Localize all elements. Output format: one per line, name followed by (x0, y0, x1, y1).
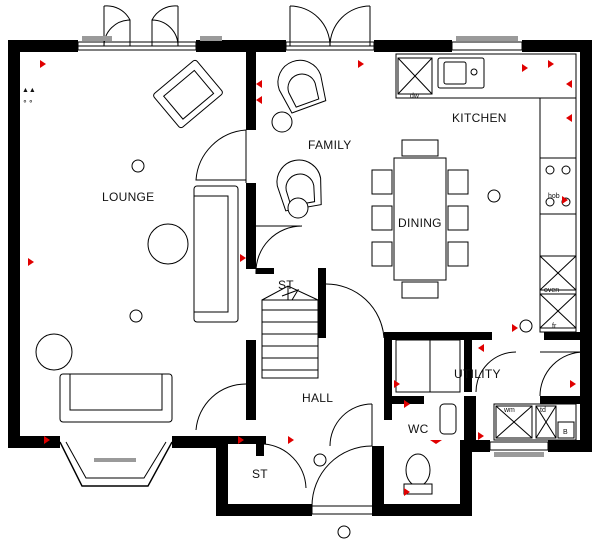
wc-fittings (403, 403, 457, 495)
label-boiler: B (563, 429, 568, 436)
doors (195, 129, 585, 507)
label-dishwasher: dw (410, 93, 420, 100)
room-label-utility: UTILITY (454, 367, 501, 381)
room-label-hall: HALL (302, 391, 333, 405)
room-label-hall-store: ST (252, 467, 268, 481)
tv-point-icon: ▲▲ (22, 87, 36, 94)
socket-icon: ⚬⚬ (22, 99, 34, 106)
staircase (261, 285, 319, 379)
room-label-dining: DINING (398, 216, 442, 230)
room-label-stair-store: ST (278, 278, 294, 292)
label-fridge: fr (552, 323, 557, 330)
dining-furniture (271, 59, 533, 333)
label-hob: hob (548, 193, 560, 200)
electrical-markers (28, 60, 576, 496)
label-washing-machine: wm (503, 407, 515, 414)
room-label-lounge: LOUNGE (102, 190, 154, 204)
windows (59, 5, 549, 515)
appliance-labels: dw hob oven fr wm td B (410, 93, 568, 436)
kitchen-units (395, 53, 577, 333)
label-oven: oven (544, 287, 559, 294)
internal-walls (226, 52, 592, 516)
lounge-furniture: ▲▲ ⚬⚬ (22, 59, 239, 423)
room-label-family: FAMILY (308, 138, 352, 152)
utility-units (395, 339, 577, 441)
ceiling-lights (313, 453, 351, 539)
room-label-kitchen: KITCHEN (452, 111, 507, 125)
room-label-wc: WC (408, 422, 429, 436)
label-tumble-dryer: td (540, 407, 546, 414)
room-labels: LOUNGE FAMILY KITCHEN DINING UTILITY HAL… (102, 111, 507, 481)
